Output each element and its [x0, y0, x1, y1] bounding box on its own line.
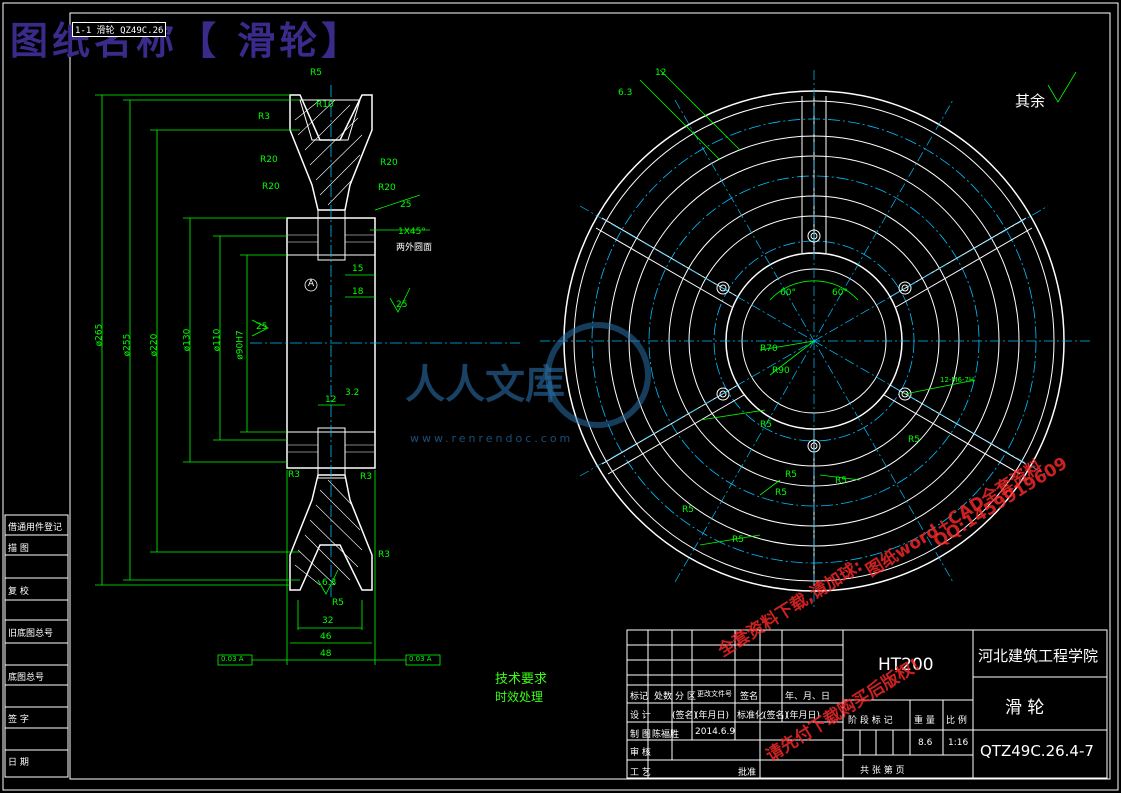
std-label: 标准化 [737, 711, 765, 721]
dim-r3-c: R3 [378, 550, 390, 560]
dim-chamfer: 1X45° [398, 227, 426, 237]
std-date: (年月日) [786, 711, 821, 721]
side-row-2: 复 校 [8, 587, 29, 597]
drawing-stamp: 1-1 滑轮 QZ49C.26 [72, 22, 167, 37]
dim-r20-c: R20 [262, 182, 280, 192]
side-row-5: 签 字 [8, 715, 29, 725]
dim-width-3-2: 3.2 [345, 388, 360, 398]
dim-r5-e: R5 [835, 476, 847, 486]
row-label-3: 更改文件号 [697, 690, 732, 698]
url-watermark: www.renrendoc.com [410, 432, 574, 445]
dim-r5-c: R5 [785, 470, 797, 480]
dim-width-32: 32 [322, 616, 334, 626]
inner-border [69, 12, 1111, 780]
check-label: 审 核 [630, 748, 651, 758]
rough-6-3-top: 6.3 [618, 88, 633, 98]
dim-width-48: 48 [320, 649, 332, 659]
dim-r5-g: R5 [682, 505, 694, 515]
section-view [95, 85, 520, 666]
row-label-4: 签名 [740, 692, 759, 702]
scale-value: 1:16 [948, 738, 969, 748]
drawer-name: 陈福胜 [652, 730, 680, 740]
dim-width-15: 15 [352, 264, 364, 274]
dim-d110: ø110 [212, 328, 223, 352]
craft-label: 工 艺 [630, 768, 651, 778]
dim-r20-a: R20 [260, 155, 278, 165]
logo-watermark: 人人文库 [405, 362, 565, 408]
design-sig: (签名) [672, 711, 698, 721]
dim-12-top: 12 [655, 68, 667, 78]
draw-label: 制 图 [630, 730, 651, 740]
rest-roughness-mark: 其余 [1015, 92, 1046, 110]
tech-requirements-title: 技术要求 [495, 672, 548, 687]
rough-25-b: 25 [396, 300, 408, 310]
dim-d90: ø90H7 [235, 330, 246, 360]
dim-r20-b: R20 [380, 158, 398, 168]
dim-d255: ø255 [122, 333, 133, 357]
dim-r5-a: R5 [760, 420, 772, 430]
dim-chamfer-note: 两外圆面 [396, 243, 433, 253]
scale-label: 比 例 [946, 716, 967, 726]
logo-watermark-mark [545, 322, 651, 428]
approve-label: 批准 [738, 768, 757, 778]
angle-60-left: 60° [780, 288, 796, 298]
dim-r5-top: R5 [310, 68, 322, 78]
side-row-3: 旧底图总号 [8, 629, 54, 639]
dim-r3-a: R3 [288, 470, 300, 480]
std-sig: (签名) [763, 711, 789, 721]
tolerance-left: 0.03 A [221, 655, 244, 663]
dim-d130: ø130 [182, 328, 193, 352]
drawing-number: QTZ49C.26.4-7 [980, 742, 1094, 760]
datum-a: A [308, 279, 315, 289]
dim-width-46: 46 [320, 632, 332, 642]
side-row-0: 借通用件登记 [8, 523, 63, 533]
holes-note: 12-M6-7H [940, 376, 975, 384]
angle-60-right: 60° [832, 288, 848, 298]
design-date: (年月日) [695, 711, 730, 721]
front-view [540, 69, 1090, 610]
weight-value: 8.6 [918, 738, 933, 748]
draw-date: 2014.6.9 [695, 727, 736, 737]
side-row-4: 底图总号 [8, 673, 45, 683]
dim-r5-f: R5 [732, 535, 744, 545]
dim-r5-bottom: R5 [332, 598, 344, 608]
side-table-grid [4, 514, 69, 778]
dim-d265: ø265 [94, 323, 105, 347]
row-label-2: 分 区 [675, 692, 696, 702]
design-label: 设 计 [630, 711, 651, 721]
dim-width-18: 18 [352, 287, 364, 297]
tech-requirements-item: 时效处理 [495, 690, 544, 704]
dim-r5-d: R5 [775, 488, 787, 498]
weight-label: 重 量 [914, 716, 935, 726]
rough-6-3: 6.3 [322, 578, 337, 588]
rough-25-c: 25 [400, 200, 412, 210]
dim-width-12: 12 [325, 395, 337, 405]
stage-label: 阶 段 标 记 [848, 716, 893, 726]
row-label-5: 年、月、日 [785, 692, 831, 702]
school-name: 河北建筑工程学院 [978, 647, 1099, 665]
dim-r5-b: R5 [908, 435, 920, 445]
rough-25-a: 25 [256, 322, 268, 332]
dim-r3-top: R3 [258, 112, 270, 122]
dim-r10: R10 [316, 100, 334, 110]
row-label-1: 处数 [654, 692, 673, 702]
sheet-label: 共 张 第 页 [860, 766, 905, 776]
dim-r20-d: R20 [378, 183, 396, 193]
drawing-title: 图纸名称【 滑轮】 [10, 18, 364, 63]
material: HT200 [878, 655, 934, 675]
title-block-grid [626, 629, 1108, 779]
side-row-6: 日 期 [8, 758, 29, 768]
dim-d220: ø220 [149, 333, 160, 357]
row-label-0: 标记 [630, 692, 649, 702]
dim-r90: R90 [772, 366, 790, 376]
dim-r70: R70 [760, 344, 778, 354]
tolerance-right: 0.03 A [409, 655, 432, 663]
part-name: 滑 轮 [1005, 698, 1045, 718]
dim-r3-b: R3 [360, 472, 372, 482]
side-row-1: 描 图 [8, 544, 29, 554]
